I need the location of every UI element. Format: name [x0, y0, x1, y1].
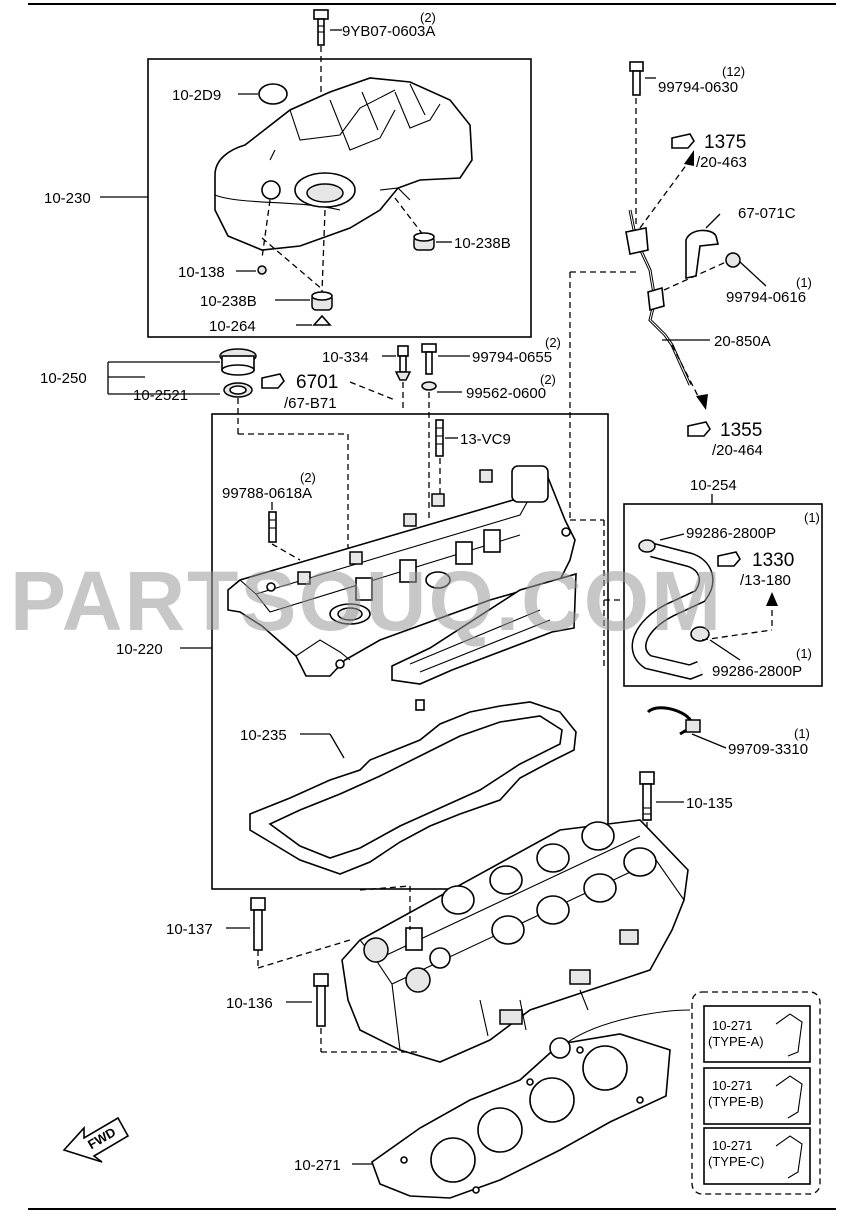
hose-group-box	[623, 503, 823, 687]
ref-1355-page: /20-464	[712, 442, 763, 459]
washer[interactable]	[312, 314, 332, 326]
cylinder-head-cover[interactable]	[227, 465, 576, 677]
watermark: PARTSOUQ.COM	[10, 554, 723, 648]
pcv-hose[interactable]	[631, 539, 714, 680]
ref-1375-page: /20-463	[696, 154, 747, 171]
dipstick-bolt[interactable]	[629, 61, 644, 96]
label-head-cover-bolt: 99794-0655	[472, 349, 552, 366]
label-stud: 13-VC9	[460, 431, 511, 448]
stud-13vc9[interactable]	[435, 419, 444, 457]
qty-tie-strap: (1)	[794, 726, 810, 741]
gasket-type-a-code: 10-271	[712, 1018, 752, 1033]
label-dipstick: 20-850A	[714, 333, 771, 350]
ref-1355-num: 1355	[720, 420, 762, 441]
ref-1375[interactable]: 1375 /20-463	[671, 132, 747, 171]
ref-6701-page: /67-B71	[284, 395, 337, 412]
label-head-bolt-long: 10-135	[686, 795, 733, 812]
label-head-bolt-short: 10-136	[226, 995, 273, 1012]
qty-washer-seal: (2)	[540, 372, 556, 387]
label-cover-cap: 10-2D9	[172, 87, 221, 104]
engine-cover[interactable]	[214, 77, 473, 251]
label-clamp-plate: 67-071C	[738, 205, 796, 222]
stud-small[interactable]	[394, 345, 412, 381]
clamp-plate[interactable]	[685, 229, 741, 279]
ref-1355[interactable]: 1355 /20-464	[687, 420, 763, 459]
qty-hose-clamp-2: (1)	[796, 646, 812, 661]
bolt-9yb07[interactable]	[313, 9, 329, 46]
label-grommet-right: 10-238B	[454, 235, 511, 252]
label-grommet-left: 10-238B	[200, 293, 257, 310]
qty-bolt-top: (2)	[420, 10, 436, 25]
ref-1330[interactable]: 1330 /13-180	[717, 550, 794, 589]
label-dipstick-bolt: 99794-0630	[658, 79, 738, 96]
label-head-cover: 10-220	[116, 641, 163, 658]
label-hose-assy: 10-254	[690, 477, 737, 494]
gasket-type-a-label: (TYPE-A)	[708, 1034, 764, 1049]
label-washer-seal: 99562-0600	[466, 385, 546, 402]
ref-1330-page: /13-180	[740, 572, 791, 589]
oil-cap-seal[interactable]	[223, 382, 253, 398]
qty-clamp-bolt: (1)	[796, 275, 812, 290]
cylinder-head[interactable]	[341, 819, 689, 1063]
pin[interactable]	[257, 265, 267, 275]
qty-dipstick-bolt: (12)	[722, 64, 745, 79]
label-cover-gasket: 10-235	[240, 727, 287, 744]
head-cover-gasket[interactable]	[249, 701, 577, 875]
qty-head-cover-bolt: (2)	[545, 335, 561, 350]
label-bolt-top: 9YB07-0603A	[342, 23, 435, 40]
head-cover-bolt[interactable]	[421, 343, 437, 375]
gasket-type-b-label: (TYPE-B)	[708, 1094, 764, 1109]
gasket-type-c-code: 10-271	[712, 1138, 752, 1153]
head-bolt-short[interactable]	[313, 973, 329, 1027]
gasket-type-b[interactable]: 10-271 (TYPE-B)	[703, 1067, 811, 1125]
gasket-type-a[interactable]: 10-271 (TYPE-A)	[703, 1005, 811, 1063]
fwd-arrow-icon: FWD	[62, 1116, 130, 1163]
grommet-right[interactable]	[413, 232, 435, 251]
label-hose-clamp-2: 99286-2800P	[712, 663, 802, 680]
oil-filler-cap[interactable]	[219, 348, 257, 376]
grommet-left[interactable]	[311, 291, 333, 311]
gasket-type-box	[691, 991, 821, 1195]
gasket-type-b-code: 10-271	[712, 1078, 752, 1093]
label-hose-clamp-1: 99286-2800P	[686, 525, 776, 542]
label-oil-cap-assy: 10-250	[40, 370, 87, 387]
label-stud-small: 10-334	[322, 349, 369, 366]
tie-strap[interactable]	[646, 706, 701, 736]
stud-left[interactable]	[268, 511, 277, 543]
label-head-gasket: 10-271	[294, 1157, 341, 1174]
label-pin: 10-138	[178, 264, 225, 281]
label-oil-cap-seal: 10-2521	[133, 387, 188, 404]
qty-hose-clamp-1: (1)	[804, 510, 820, 525]
label-engine-cover: 10-230	[44, 190, 91, 207]
qty-stud-left: (2)	[300, 470, 316, 485]
baffle-plate	[391, 572, 577, 685]
head-gasket[interactable]	[371, 1033, 671, 1199]
head-bolt-mid[interactable]	[250, 897, 266, 951]
label-washer: 10-264	[209, 318, 256, 335]
ref-1330-num: 1330	[752, 550, 794, 571]
gasket-type-c[interactable]: 10-271 (TYPE-C)	[703, 1127, 811, 1185]
label-stud-left: 99788-0618A	[222, 485, 312, 502]
cover-cap[interactable]	[258, 83, 288, 105]
ref-6701[interactable]: 6701 /67-B71	[261, 372, 338, 412]
washer-seal[interactable]	[421, 381, 437, 391]
label-clamp-bolt: 99794-0616	[726, 289, 806, 306]
engine-cover-group-box	[147, 58, 532, 338]
label-head-bolt-mid: 10-137	[166, 921, 213, 938]
head-bolt-long[interactable]	[639, 771, 655, 821]
ref-6701-num: 6701	[296, 372, 338, 393]
gasket-type-c-label: (TYPE-C)	[708, 1154, 764, 1169]
label-tie-strap: 99709-3310	[728, 741, 808, 758]
ref-1375-num: 1375	[704, 132, 746, 153]
